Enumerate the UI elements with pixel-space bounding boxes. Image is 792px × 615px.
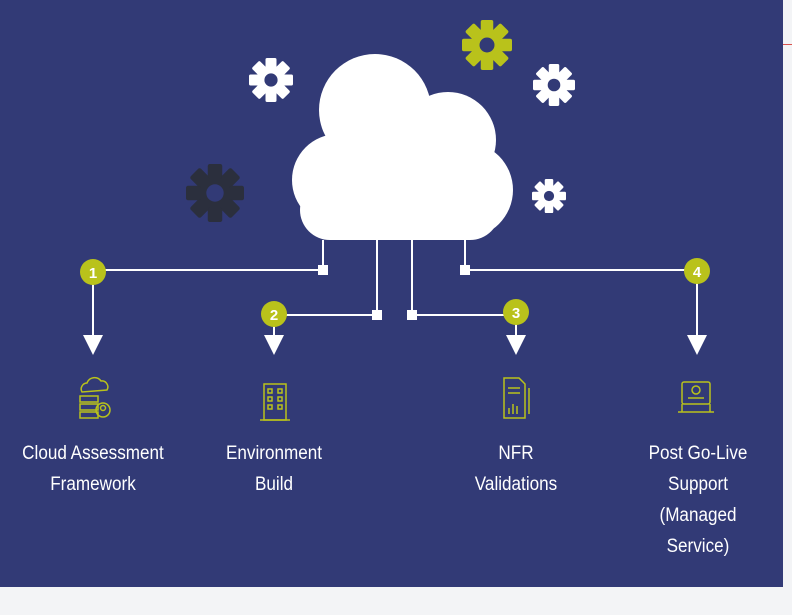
cloud-icon [292, 54, 513, 240]
monitor-support-icon [678, 381, 714, 413]
step-label-4: Post Go-Live Support (Managed Service) [648, 443, 748, 557]
gear-icon [533, 64, 575, 106]
svg-text:1: 1 [89, 265, 97, 282]
step-badge-4: 4 [684, 258, 710, 284]
step-badge-3: 3 [503, 299, 529, 325]
step-badge-2: 2 [261, 301, 287, 327]
edge-mark [783, 44, 792, 45]
step-label-3: NFR Validations [474, 443, 558, 495]
gear-icon [462, 20, 512, 70]
step-badge-1: 1 [80, 259, 106, 285]
connector-nodes [318, 265, 470, 320]
svg-text:3: 3 [512, 305, 520, 322]
gear-icon [249, 58, 293, 102]
cloud-diagram: 1 2 3 4 [79, 20, 714, 421]
step-label-2: Environment Build [225, 443, 322, 495]
gear-icon [186, 164, 244, 222]
document-chart-icon [503, 377, 530, 419]
gear-icon [532, 179, 566, 213]
svg-text:2: 2 [270, 307, 278, 324]
building-icon [260, 383, 290, 421]
cloud-assessment-icon [79, 377, 111, 419]
connectors [83, 240, 707, 355]
svg-text:4: 4 [693, 264, 702, 281]
step-label-1: Cloud Assessment Framework [22, 443, 164, 495]
